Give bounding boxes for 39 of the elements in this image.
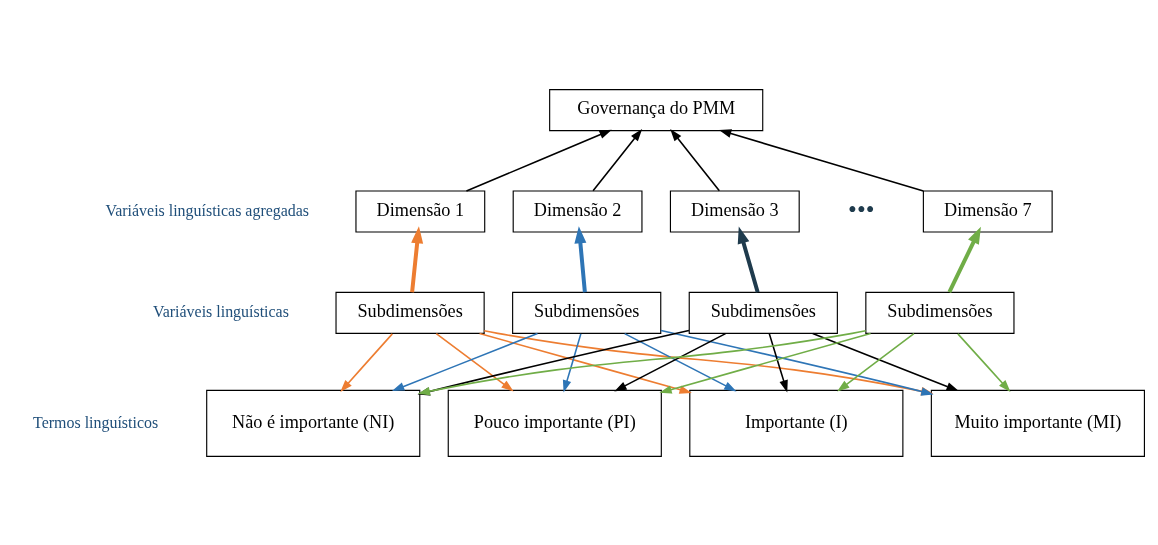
arrow (417, 329, 867, 395)
arrow (478, 332, 692, 394)
label: Variáveis linguísticas agregadas (105, 201, 310, 219)
node-box: Subdimensões (512, 291, 662, 334)
arrow (737, 225, 760, 293)
node-box: Subdimensões (335, 291, 485, 334)
node-box: Pouco importante (PI) (447, 389, 662, 457)
label: Variáveis linguísticas (153, 302, 289, 320)
arrow (410, 225, 424, 292)
arrow (719, 128, 925, 192)
node-box: Subdimensões (688, 291, 838, 334)
node-box: Não é importante (NI) (206, 389, 421, 457)
arrow (947, 226, 981, 293)
label: Termos linguísticos (33, 413, 159, 431)
arrow (614, 332, 727, 391)
node-box: Muito importante (MI) (930, 389, 1145, 457)
arrow (768, 332, 788, 393)
node-box: Subdimensões (865, 291, 1015, 334)
arrow (659, 332, 872, 394)
node-box: Governança do PMM (549, 88, 764, 131)
arrow (417, 329, 690, 396)
arrow (811, 332, 959, 391)
arrow (592, 128, 643, 192)
arrow (465, 129, 612, 192)
arrow (623, 332, 737, 391)
node-box: Dimensão 7 (922, 189, 1053, 233)
node-box: Dimensão 1 (355, 189, 486, 233)
arrow (574, 225, 587, 292)
arrow (435, 332, 514, 391)
node-box: Importante (I) (689, 389, 904, 457)
arrow (562, 332, 582, 393)
node-box: Dimensão 3 (669, 189, 800, 233)
label: ••• (848, 195, 875, 223)
node-box: Dimensão 2 (512, 189, 643, 233)
arrow (340, 332, 394, 392)
arrow (957, 332, 1011, 392)
arrow (837, 332, 915, 391)
arrow (391, 332, 539, 391)
arrow (670, 128, 721, 192)
